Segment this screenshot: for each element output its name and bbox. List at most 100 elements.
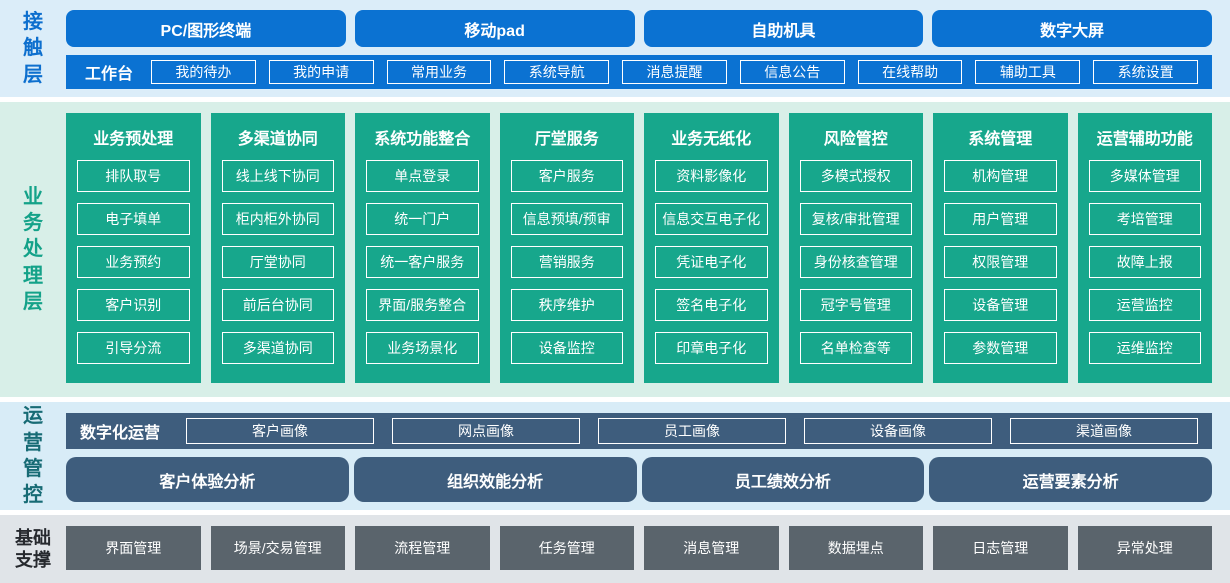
column-system-integration: 系统功能整合 单点登录 统一门户 统一客户服务 界面/服务整合 业务场景化 [355,113,490,383]
terminal-digital-screen[interactable]: 数字大屏 [932,10,1212,47]
feature-organization-management[interactable]: 机构管理 [944,160,1057,192]
feature-identity-verification[interactable]: 身份核查管理 [799,246,912,278]
feature-customer-identification[interactable]: 客户识别 [77,289,190,321]
feature-equipment-management[interactable]: 设备管理 [944,289,1057,321]
analysis-employee-performance[interactable]: 员工绩效分析 [641,457,925,502]
feature-ui-service-integration[interactable]: 界面/服务整合 [366,289,479,321]
feature-permission-management[interactable]: 权限管理 [944,246,1057,278]
feature-device-monitoring[interactable]: 设备监控 [510,332,623,364]
feature-order-maintenance[interactable]: 秩序维护 [510,289,623,321]
workbench-item-my-todo[interactable]: 我的待办 [151,60,256,84]
column-title: 风险管控 [823,131,888,148]
analysis-customer-experience[interactable]: 客户体验分析 [66,457,349,502]
feature-info-prefill-preaudit[interactable]: 信息预填/预审 [510,203,623,235]
feature-user-management[interactable]: 用户管理 [944,203,1057,235]
operations-layer-band: 运 营 管 控 数字化运营 客户画像 网点画像 员工画像 设备画像 渠道画像 客… [0,402,1230,510]
analysis-organizational-efficiency[interactable]: 组织效能分析 [353,457,637,502]
column-title: 系统管理 [968,131,1033,148]
feature-electronic-voucher[interactable]: 凭证电子化 [655,246,768,278]
feature-guided-diversion[interactable]: 引导分流 [77,332,190,364]
feature-front-back-collab[interactable]: 前后台协同 [221,289,334,321]
foundation-message-management[interactable]: 消息管理 [644,526,779,570]
feature-parameter-management[interactable]: 参数管理 [944,332,1057,364]
workbench-item-online-help[interactable]: 在线帮助 [857,60,963,84]
business-layer-label: 业 务 处 理 层 [23,185,43,314]
business-layer-content: 业务预处理 排队取号 电子填单 业务预约 客户识别 引导分流 多渠道协同 线上线… [66,102,1230,397]
foundation-layer-label: 基础 支撑 [15,527,51,571]
foundation-layer-band: 基础 支撑 界面管理 场景/交易管理 流程管理 任务管理 消息管理 数据埋点 日… [0,515,1230,583]
contact-layer-band: 接 触 层 PC/图形终端 移动pad 自助机具 数字大屏 工作台 我的待办 我… [0,0,1230,97]
portrait-employee[interactable]: 员工画像 [598,418,786,444]
terminal-mobile-pad[interactable]: 移动pad [354,10,635,47]
feature-electronic-signature[interactable]: 签名电子化 [655,289,768,321]
column-hall-service: 厅堂服务 客户服务 信息预填/预审 营销服务 秩序维护 设备监控 [499,113,634,383]
feature-unified-customer-service[interactable]: 统一客户服务 [366,246,479,278]
feature-multimode-authorization[interactable]: 多模式授权 [799,160,912,192]
terminal-self-service[interactable]: 自助机具 [643,10,924,47]
workbench-item-system-navigation[interactable]: 系统导航 [504,60,610,84]
operations-layer-content: 数字化运营 客户画像 网点画像 员工画像 设备画像 渠道画像 客户体验分析 组织… [66,402,1230,510]
feature-operation-monitoring[interactable]: 运营监控 [1088,289,1201,321]
feature-electronic-seal[interactable]: 印章电子化 [655,332,768,364]
digital-operations-bar: 数字化运营 客户画像 网点画像 员工画像 设备画像 渠道画像 [66,413,1212,449]
operations-layer-label: 运 营 管 控 [23,405,43,507]
terminal-pc[interactable]: PC/图形终端 [66,10,346,47]
feature-business-reservation[interactable]: 业务预约 [77,246,190,278]
workbench-item-system-settings[interactable]: 系统设置 [1093,60,1199,84]
column-title: 业务预处理 [93,131,174,148]
foundation-data-tracking[interactable]: 数据埋点 [788,526,923,570]
column-multichannel-collaboration: 多渠道协同 线上线下协同 柜内柜外协同 厅堂协同 前后台协同 多渠道协同 [210,113,345,383]
feature-business-scenario[interactable]: 业务场景化 [366,332,479,364]
foundation-scenario-transaction-management[interactable]: 场景/交易管理 [210,526,345,570]
portrait-equipment[interactable]: 设备画像 [804,418,992,444]
workbench-item-auxiliary-tools[interactable]: 辅助工具 [975,60,1081,84]
column-business-preprocessing: 业务预处理 排队取号 电子填单 业务预约 客户识别 引导分流 [66,113,201,383]
feature-counter-collab[interactable]: 柜内柜外协同 [221,203,334,235]
analysis-operation-elements[interactable]: 运营要素分析 [929,457,1212,502]
portrait-customer[interactable]: 客户画像 [186,418,374,444]
feature-hall-collab[interactable]: 厅堂协同 [221,246,334,278]
feature-electronic-form[interactable]: 电子填单 [77,203,190,235]
feature-marketing-service[interactable]: 营销服务 [510,246,623,278]
foundation-exception-handling[interactable]: 异常处理 [1077,526,1212,570]
contact-layer-label: 接 触 层 [23,10,43,86]
business-layer-band: 业 务 处 理 层 业务预处理 排队取号 电子填单 业务预约 客户识别 引导分流… [0,102,1230,397]
contact-layer-content: PC/图形终端 移动pad 自助机具 数字大屏 工作台 我的待办 我的申请 常用… [66,0,1230,97]
workbench-item-common-business[interactable]: 常用业务 [386,60,492,84]
column-paperless-business: 业务无纸化 资料影像化 信息交互电子化 凭证电子化 签名电子化 印章电子化 [644,113,779,383]
foundation-layer-content: 界面管理 场景/交易管理 流程管理 任务管理 消息管理 数据埋点 日志管理 异常… [66,515,1230,583]
foundation-ui-management[interactable]: 界面管理 [66,526,201,570]
feature-multimedia-management[interactable]: 多媒体管理 [1088,160,1201,192]
analysis-row: 客户体验分析 组织效能分析 员工绩效分析 运营要素分析 [66,457,1212,502]
column-title: 多渠道协同 [237,131,318,148]
feature-online-offline-collab[interactable]: 线上线下协同 [221,160,334,192]
foundation-log-management[interactable]: 日志管理 [933,526,1068,570]
portrait-channel[interactable]: 渠道画像 [1010,418,1198,444]
foundation-task-management[interactable]: 任务管理 [499,526,634,570]
feature-customer-service[interactable]: 客户服务 [510,160,623,192]
feature-unified-portal[interactable]: 统一门户 [366,203,479,235]
feature-training-management[interactable]: 考培管理 [1088,203,1201,235]
workbench-label: 工作台 [84,66,133,83]
feature-maintenance-monitoring[interactable]: 运维监控 [1088,332,1201,364]
workbench-item-message-reminder[interactable]: 消息提醒 [622,60,727,84]
feature-list-check[interactable]: 名单检查等 [799,332,912,364]
portrait-branch[interactable]: 网点画像 [392,418,580,444]
feature-multichannel-collab[interactable]: 多渠道协同 [221,332,334,364]
feature-queue-number[interactable]: 排队取号 [77,160,190,192]
column-system-management: 系统管理 机构管理 用户管理 权限管理 设备管理 参数管理 [933,113,1068,383]
column-operation-auxiliary: 运营辅助功能 多媒体管理 考培管理 故障上报 运营监控 运维监控 [1077,113,1212,383]
feature-review-approval[interactable]: 复核/审批管理 [799,203,912,235]
feature-electronic-info-exchange[interactable]: 信息交互电子化 [655,203,768,235]
feature-document-imaging[interactable]: 资料影像化 [655,160,768,192]
feature-fault-reporting[interactable]: 故障上报 [1088,246,1201,278]
feature-serial-number-management[interactable]: 冠字号管理 [799,289,912,321]
feature-single-signon[interactable]: 单点登录 [366,160,479,192]
business-columns: 业务预处理 排队取号 电子填单 业务预约 客户识别 引导分流 多渠道协同 线上线… [66,113,1212,383]
foundation-process-management[interactable]: 流程管理 [355,526,490,570]
workbench-bar: 工作台 我的待办 我的申请 常用业务 系统导航 消息提醒 信息公告 在线帮助 辅… [66,55,1212,89]
workbench-item-info-announcement[interactable]: 信息公告 [739,60,845,84]
column-title: 系统功能整合 [374,131,471,148]
workbench-item-my-applications[interactable]: 我的申请 [268,60,374,84]
terminal-row: PC/图形终端 移动pad 自助机具 数字大屏 [66,10,1212,47]
